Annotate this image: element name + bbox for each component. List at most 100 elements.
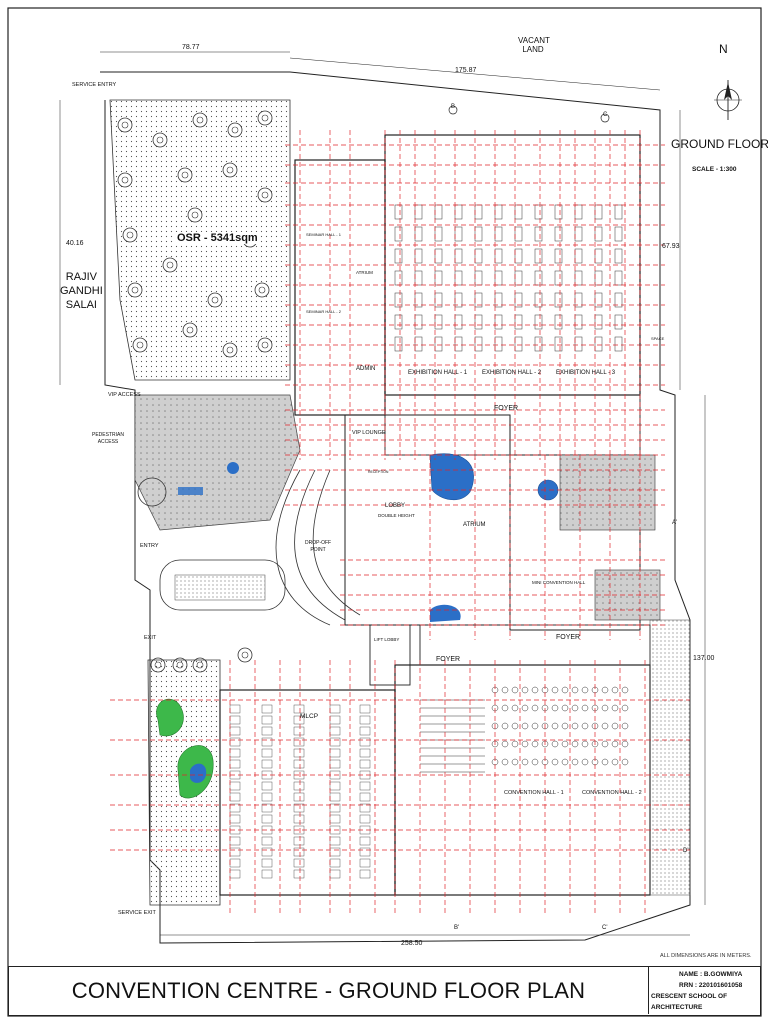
service-entry-label: SERVICE ENTRY — [72, 82, 117, 88]
section-d-prime-label: D' — [683, 848, 689, 854]
seat-table — [581, 758, 589, 766]
seat-table — [611, 722, 619, 730]
stall-booth — [454, 336, 463, 352]
stall-booth — [494, 336, 503, 352]
atrium-water-1 — [429, 453, 474, 501]
north-arrow-icon — [714, 80, 742, 120]
parking-bay — [329, 715, 341, 725]
seat-table — [581, 722, 589, 730]
parking-bay — [329, 781, 341, 791]
seat-table — [601, 722, 609, 730]
parking-bay — [359, 715, 371, 725]
plaza-paving — [134, 394, 301, 531]
parking-bay — [229, 858, 241, 868]
stall-booth — [454, 314, 463, 330]
stall-booth — [594, 314, 603, 330]
parking-bay — [293, 748, 305, 758]
parking-bay — [329, 748, 341, 758]
fountain-ring — [137, 477, 167, 507]
seat-table — [531, 740, 539, 748]
floor-heading: GROUND FLOOR — [671, 137, 768, 151]
parking-bay — [229, 737, 241, 747]
tree-icon — [152, 132, 168, 148]
parking-bay — [261, 781, 273, 791]
seat-table — [511, 722, 519, 730]
section-c-label: C — [603, 112, 608, 118]
stall-booth — [434, 226, 443, 242]
stall-booth — [534, 292, 543, 308]
stall-booth — [454, 226, 463, 242]
parking-bay — [359, 814, 371, 824]
mlcp-label: MLCP — [300, 713, 319, 720]
stall-booth — [474, 226, 483, 242]
parking-bay — [293, 781, 305, 791]
stall-booth — [514, 314, 523, 330]
stall-booth — [614, 226, 623, 242]
stall-booth — [594, 204, 603, 220]
parking-bay — [229, 781, 241, 791]
stall-booth — [614, 314, 623, 330]
stall-booth — [614, 270, 623, 286]
tree-icon — [222, 162, 238, 178]
stall-booth — [414, 314, 423, 330]
foyer-mid-label: FOYER — [556, 634, 581, 641]
stall-booth — [454, 248, 463, 264]
seat-table — [621, 740, 629, 748]
stall-booth — [594, 248, 603, 264]
stall-booth — [554, 314, 563, 330]
parking-bay — [359, 858, 371, 868]
pond — [190, 763, 207, 783]
stall-booth — [594, 270, 603, 286]
parking-bay — [293, 847, 305, 857]
seat-table — [521, 740, 529, 748]
lawn-patch-1 — [156, 698, 184, 737]
seat-table — [561, 740, 569, 748]
parking-bay — [359, 726, 371, 736]
tree-icon — [222, 342, 238, 358]
tree-icon — [207, 292, 223, 308]
mini-convention-label: MINI CONVENTION HALL — [532, 580, 586, 585]
parking-bay — [229, 814, 241, 824]
dimensions-note: ALL DIMENSIONS ARE IN METERS. — [660, 953, 752, 959]
parking-bay — [261, 715, 273, 725]
tree-icon — [227, 122, 243, 138]
seat-table — [561, 758, 569, 766]
parking-bay — [359, 803, 371, 813]
seat-table — [571, 722, 579, 730]
stall-booth — [594, 336, 603, 352]
lobby-label: LOBBY — [385, 503, 406, 509]
title-meta: NAME : B.GOWMIYA RRN : 220101601058 CRES… — [651, 969, 759, 1013]
parking-bay — [261, 748, 273, 758]
stall-booth — [474, 248, 483, 264]
east-courtyard — [559, 454, 656, 531]
east-buffer — [649, 619, 691, 896]
seat-table — [501, 740, 509, 748]
parking-bay — [229, 759, 241, 769]
seat-table — [611, 686, 619, 694]
dim-258-50: 258.50 — [401, 940, 423, 947]
stall-booth — [394, 226, 403, 242]
parking-bay — [229, 869, 241, 879]
seat-table — [561, 722, 569, 730]
seat-table — [621, 758, 629, 766]
stall-booth — [474, 336, 483, 352]
convention-seating — [420, 686, 629, 773]
school-name: CRESCENT SCHOOL OF ARCHITECTURE — [651, 993, 728, 1011]
parking-bay — [329, 726, 341, 736]
atrium-small-label: ATRIUM — [356, 270, 373, 275]
seat-table — [531, 704, 539, 712]
parking-bay — [229, 715, 241, 725]
seat-table — [561, 704, 569, 712]
admin-seminar-block — [294, 159, 386, 416]
sheet-border — [7, 7, 762, 1017]
parking-bay — [261, 869, 273, 879]
seat-table — [571, 758, 579, 766]
scale-label: SCALE - 1:300 — [692, 166, 737, 173]
seat-table — [611, 758, 619, 766]
seat-table — [511, 686, 519, 694]
parking-bay — [293, 759, 305, 769]
north-label: N — [719, 42, 728, 56]
